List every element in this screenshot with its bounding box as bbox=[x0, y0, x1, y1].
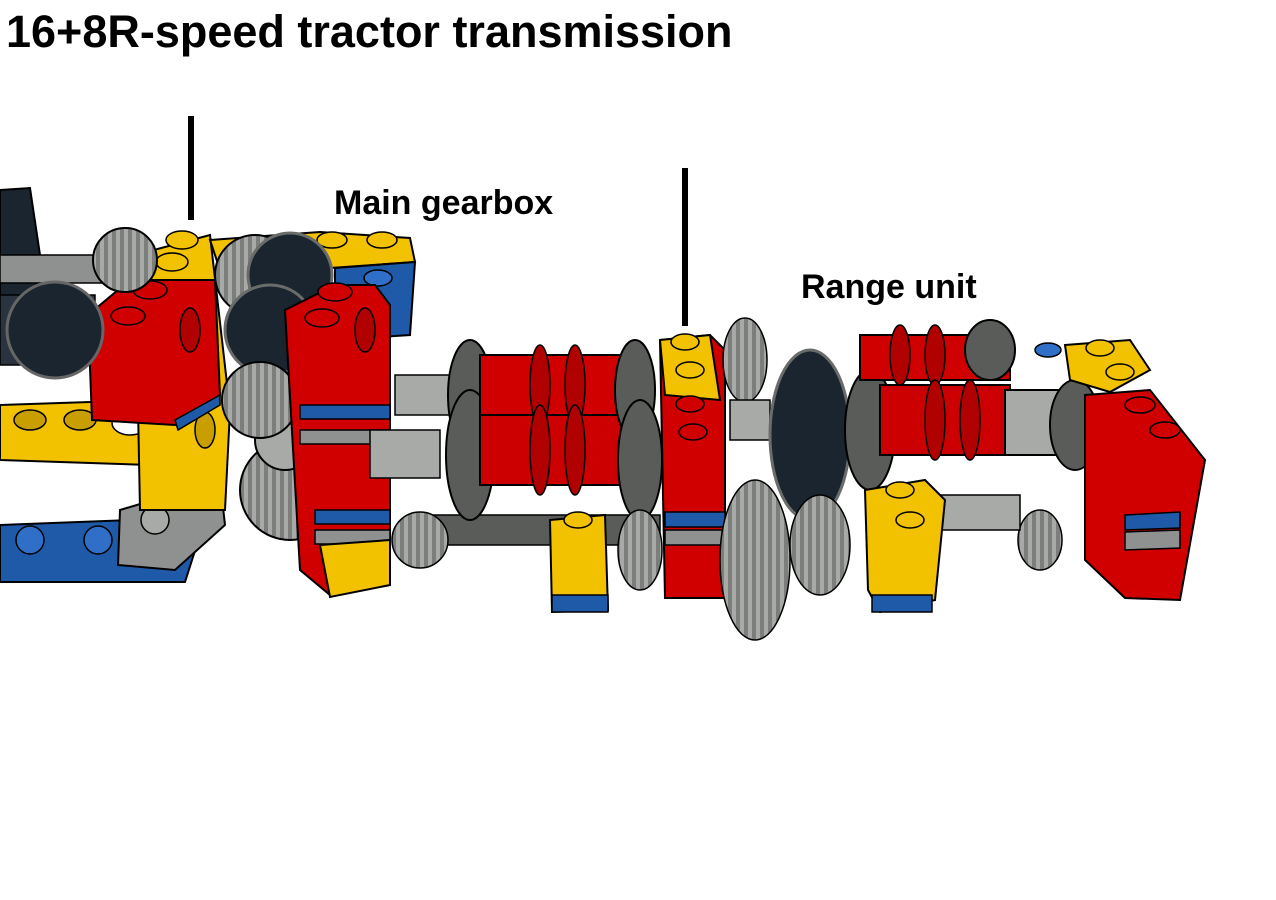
main-gearbox-shafts bbox=[369, 339, 663, 614]
main-gearbox-frame bbox=[208, 230, 417, 599]
diagram-title: 16+8R-speed tractor transmission bbox=[6, 6, 733, 57]
label-main-gearbox: Main gearbox bbox=[334, 184, 554, 222]
red-brick-left bbox=[86, 279, 222, 427]
range-divider-brick bbox=[658, 333, 726, 599]
input-section bbox=[0, 186, 232, 583]
range-unit-assembly bbox=[719, 317, 1207, 641]
red-brick-right bbox=[1084, 388, 1207, 602]
label-range-unit: Range unit bbox=[801, 268, 977, 306]
